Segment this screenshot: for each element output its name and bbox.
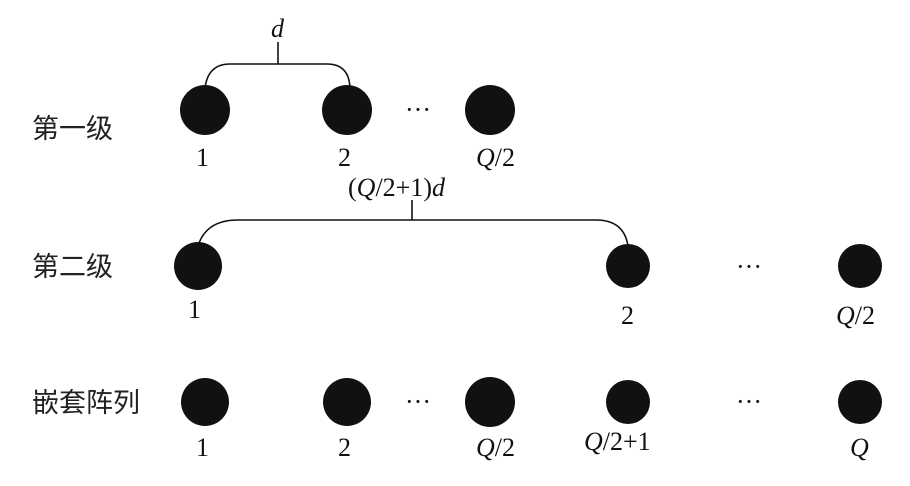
level2-element-1	[174, 242, 222, 290]
nested-label-1: 1	[196, 433, 209, 462]
level1-label-half: Q/2	[476, 143, 515, 172]
nested-ellipsis-1: ···	[405, 387, 431, 416]
level1-spacing-label: d	[271, 14, 285, 43]
level2-ellipsis: ···	[736, 252, 762, 281]
nested-label-2: 2	[338, 433, 351, 462]
row-label-level2: 第二级	[32, 252, 113, 283]
level2-element-2	[606, 244, 650, 288]
nested-ellipsis-2: ···	[736, 387, 762, 416]
level1-element-1	[180, 85, 230, 135]
row-label-level1: 第一级	[32, 114, 113, 145]
level1-ellipsis: ···	[405, 95, 431, 124]
nested-element-2	[323, 378, 371, 426]
nested-label-half: Q/2	[476, 433, 515, 462]
level1-label-2: 2	[338, 143, 351, 172]
level1-element-half	[465, 85, 515, 135]
level1-spacing-brace	[204, 63, 351, 89]
level2-spacing-brace	[197, 219, 629, 247]
level2-spacing-label: (Q/2+1)d	[348, 173, 446, 202]
nested-element-1	[181, 378, 229, 426]
row-label-nested: 嵌套阵列	[32, 388, 140, 419]
nested-label-Q: Q	[850, 433, 869, 462]
nested-element-half-plus-1	[606, 380, 650, 424]
level1-element-2	[322, 85, 372, 135]
level1-label-1: 1	[196, 143, 209, 172]
nested-label-half-plus-1: Q/2+1	[584, 427, 651, 456]
level2-element-half	[838, 244, 882, 288]
level2-label-2: 2	[621, 301, 634, 330]
level2-label-1: 1	[188, 295, 201, 324]
nested-element-half	[465, 377, 515, 427]
nested-element-Q	[838, 380, 882, 424]
level2-label-half: Q/2	[836, 301, 875, 330]
